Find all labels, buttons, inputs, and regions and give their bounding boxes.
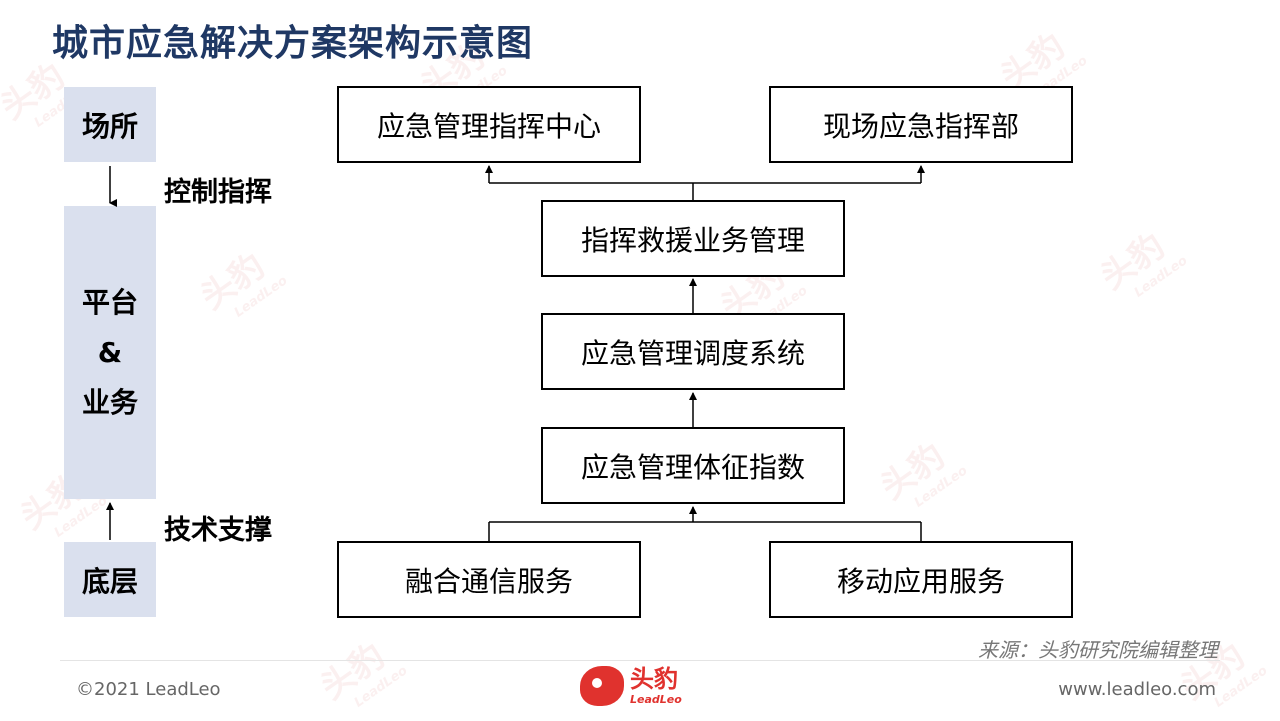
footer-copyright: ©2021 LeadLeo [76, 679, 221, 700]
control-command-label: 控制指挥 [164, 177, 272, 208]
node-mobile-service: 移动应用服务 [769, 541, 1073, 618]
side-label-ampersand: & [97, 335, 123, 369]
page-title: 城市应急解决方案架构示意图 [52, 23, 534, 64]
side-label-base: 底层 [81, 564, 138, 598]
side-label-platform: 平台 [81, 285, 138, 319]
side-box-venue: 场所 [64, 87, 156, 162]
leopard-logo-icon [580, 666, 624, 706]
footer-divider [60, 660, 1220, 661]
side-box-base: 底层 [64, 542, 156, 617]
source-note: 来源：头豹研究院编辑整理 [978, 638, 1218, 662]
footer-url[interactable]: www.leadleo.com [1058, 679, 1216, 700]
side-label-venue: 场所 [81, 109, 138, 143]
node-command-center: 应急管理指挥中心 [337, 86, 641, 163]
node-rescue-management: 指挥救援业务管理 [541, 200, 845, 277]
tech-support-label: 技术支撑 [164, 515, 272, 546]
node-comm-service: 融合通信服务 [337, 541, 641, 618]
footer-logo: 头豹 LeadLeo [580, 666, 682, 706]
logo-text-cn: 头豹 [630, 665, 678, 693]
node-vital-index: 应急管理体征指数 [541, 427, 845, 504]
side-label-business: 业务 [81, 385, 138, 419]
node-field-command: 现场应急指挥部 [769, 86, 1073, 163]
side-box-platform: 平台 & 业务 [64, 206, 156, 499]
node-dispatch-system: 应急管理调度系统 [541, 313, 845, 390]
logo-text-en: LeadLeo [630, 693, 682, 706]
